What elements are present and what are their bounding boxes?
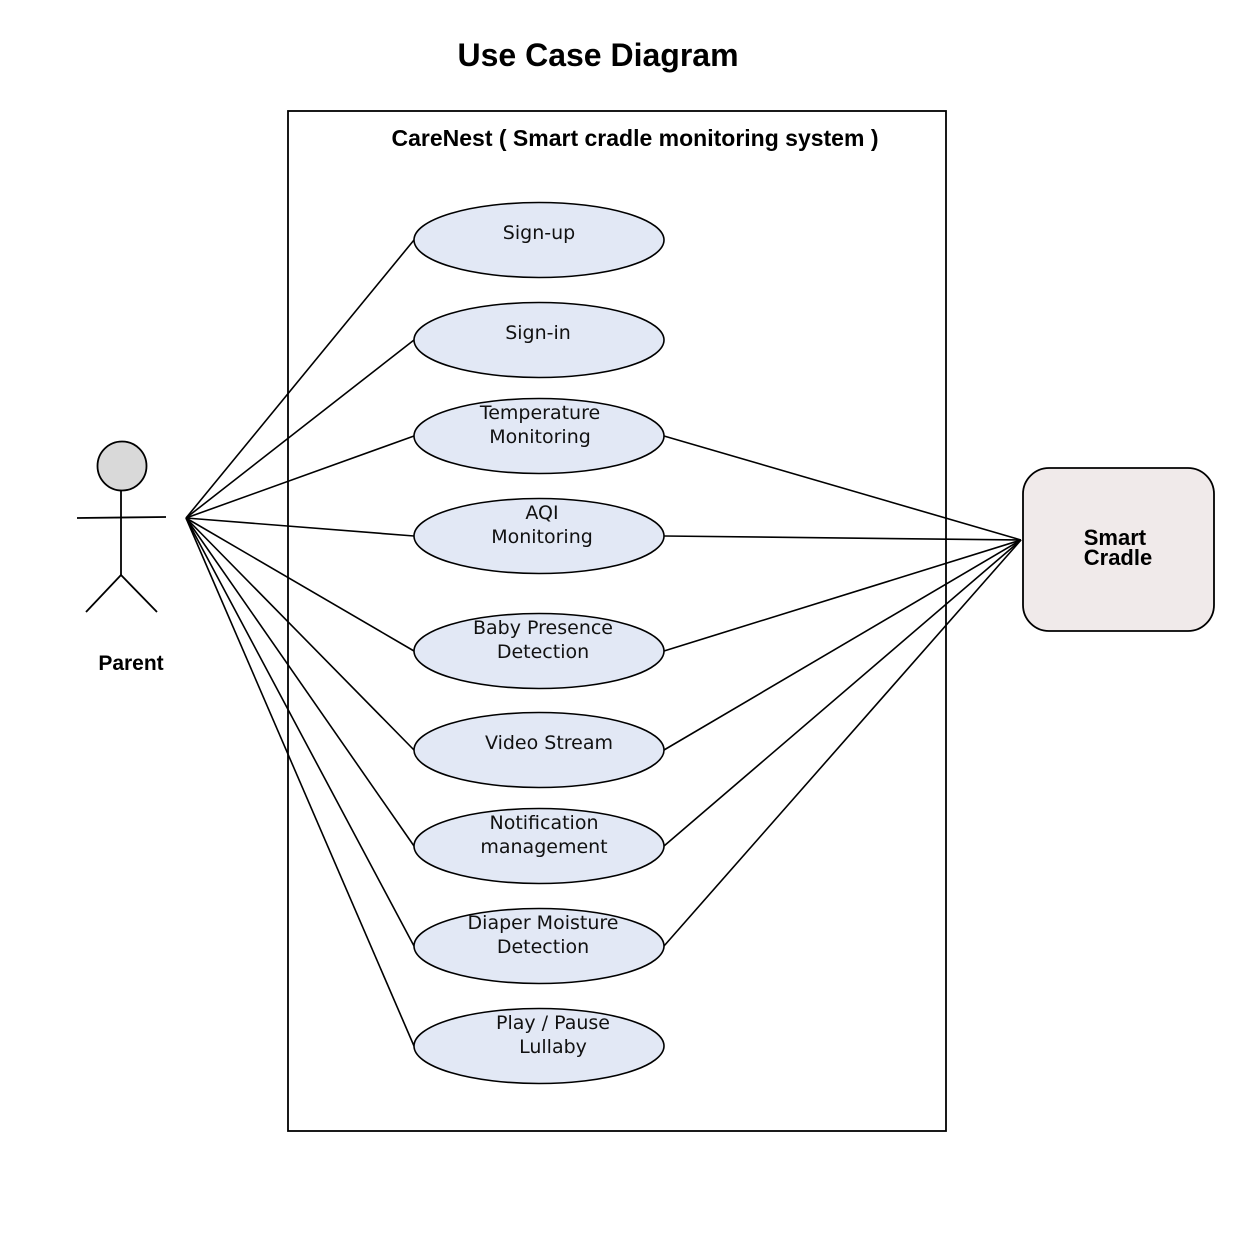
use-case-label-line: Sign-up	[503, 222, 575, 244]
use-case-video-stream[interactable]: Video Stream	[413, 711, 665, 789]
smart-cradle-label-line: Smart	[1084, 525, 1147, 550]
use-case-label-line: Play / Pause	[496, 1012, 610, 1034]
association-cradle-video-stream	[663, 539, 1022, 751]
use-case-label-line: Monitoring	[489, 426, 591, 448]
use-case-label-line: AQI	[525, 502, 558, 524]
actor-right-leg	[120, 574, 158, 613]
use-case-ellipse	[413, 497, 665, 575]
use-case-label-line: Sign-in	[505, 322, 571, 344]
smart-cradle-actor[interactable]: Smart Cradle	[1022, 467, 1215, 632]
use-case-label-line: Monitoring	[491, 526, 593, 548]
association-parent-baby-presence	[185, 517, 415, 652]
use-case-label-line: Detection	[497, 936, 589, 958]
use-case-label-line: Video Stream	[485, 732, 613, 754]
use-case-label-line: management	[480, 836, 607, 858]
association-parent-signin	[185, 339, 415, 519]
association-parent-lullaby	[185, 517, 415, 1047]
use-case-ellipse	[413, 807, 665, 885]
smart-cradle-box	[1022, 467, 1215, 632]
parent-actor-label: Parent	[98, 652, 163, 675]
association-parent-notification	[185, 517, 415, 847]
association-cradle-aqi	[663, 535, 1022, 541]
actor-arms	[76, 516, 167, 519]
use-case-ellipse	[413, 201, 665, 279]
use-case-label-line: Baby Presence	[473, 617, 613, 639]
associations	[185, 239, 1022, 1047]
association-parent-diaper	[185, 517, 415, 947]
diagram-title: Use Case Diagram	[457, 37, 738, 73]
smart-cradle-label-line: Cradle	[1084, 545, 1152, 570]
smart-cradle-label: Smart Cradle	[1084, 525, 1152, 570]
use-case-ellipse	[413, 397, 665, 475]
use-case-label: Sign-in	[505, 322, 571, 344]
parent-actor[interactable]	[76, 440, 167, 613]
association-cradle-baby-presence	[663, 539, 1022, 652]
use-case-label: Sign-up	[503, 222, 575, 244]
use-case-label-line: Lullaby	[519, 1036, 587, 1058]
association-parent-temperature	[185, 435, 415, 519]
use-case-label-line: Detection	[497, 641, 589, 663]
use-case-ellipse	[413, 301, 665, 379]
association-cradle-temperature	[663, 435, 1022, 541]
use-case-ellipse	[413, 1007, 665, 1085]
use-case-label-line: Notification	[489, 812, 598, 834]
actor-head	[96, 440, 148, 492]
use-case-signin[interactable]: Sign-in	[413, 301, 665, 379]
use-case-signup[interactable]: Sign-up	[413, 201, 665, 279]
use-case-ellipse	[413, 612, 665, 690]
use-case-label-line: Diaper Moisture	[468, 912, 619, 934]
use-case-ellipse	[413, 711, 665, 789]
use-case-label: Video Stream	[485, 732, 613, 754]
association-cradle-diaper	[663, 539, 1022, 947]
system-name: CareNest ( Smart cradle monitoring syste…	[392, 125, 879, 151]
association-parent-aqi	[185, 517, 415, 537]
actor-left-leg	[85, 574, 122, 613]
association-parent-video-stream	[185, 517, 415, 751]
use-case-ellipse	[413, 907, 665, 985]
association-parent-signup	[185, 239, 415, 519]
use-case-label-line: Temperature	[479, 402, 600, 424]
association-cradle-notification	[663, 539, 1022, 847]
